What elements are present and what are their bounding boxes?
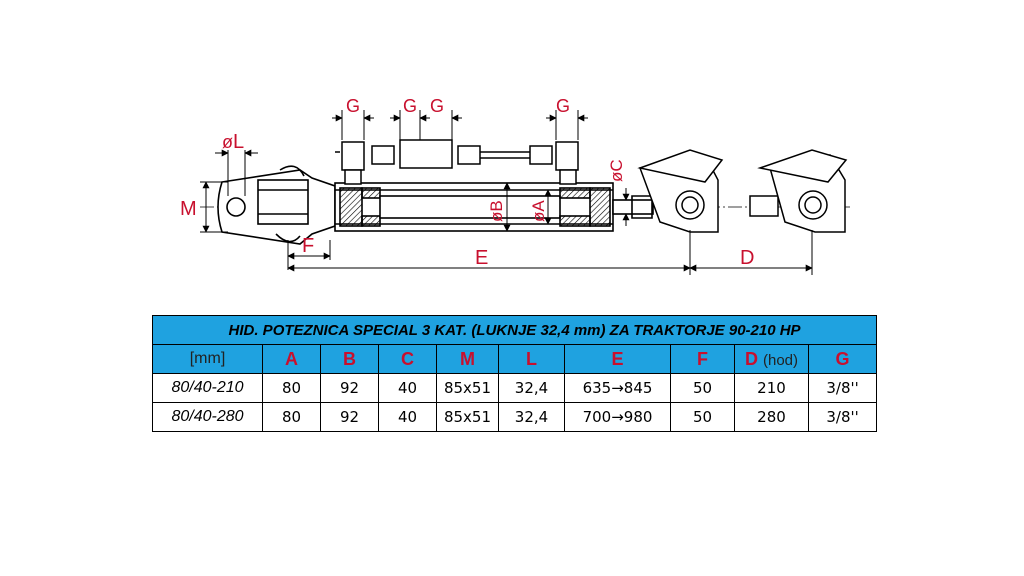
clevis-end bbox=[217, 165, 336, 245]
cell-C: 40 bbox=[378, 402, 437, 432]
cell-D: 280 bbox=[734, 402, 809, 432]
cell-F: 50 bbox=[670, 402, 735, 432]
header-C: C bbox=[378, 344, 437, 374]
ball-joint-far bbox=[749, 149, 848, 233]
cylinder-body bbox=[334, 182, 654, 232]
cell-M: 85x51 bbox=[436, 402, 499, 432]
cell-L: 32,4 bbox=[498, 402, 565, 432]
label-M: M bbox=[180, 198, 197, 220]
cell-C: 40 bbox=[378, 373, 437, 403]
header-A: A bbox=[262, 344, 321, 374]
hydraulic-fittings bbox=[335, 139, 579, 185]
header-M: M bbox=[436, 344, 499, 374]
cell-F: 50 bbox=[670, 373, 735, 403]
cell-B: 92 bbox=[320, 402, 379, 432]
header-G: G bbox=[807, 344, 878, 374]
cell-model: 80/40-280 bbox=[152, 402, 263, 432]
label-diameter-L: øL bbox=[222, 131, 244, 153]
cell-A: 80 bbox=[262, 402, 321, 432]
cell-G: 3/8'' bbox=[807, 402, 878, 432]
cell-A: 80 bbox=[262, 373, 321, 403]
header-L: L bbox=[498, 344, 565, 374]
label-diameter-B: øB bbox=[487, 200, 506, 222]
cell-B: 92 bbox=[320, 373, 379, 403]
label-diameter-C: øC bbox=[607, 159, 626, 182]
header-B: B bbox=[320, 344, 379, 374]
label-D: D bbox=[740, 247, 754, 269]
label-diameter-A: øA bbox=[529, 200, 548, 222]
cell-L: 32,4 bbox=[498, 373, 565, 403]
cell-E: 700→980 bbox=[564, 402, 671, 432]
label-G-4: G bbox=[556, 96, 570, 116]
header-unit: [mm] bbox=[152, 344, 263, 374]
header-D: D (hod) bbox=[734, 344, 809, 374]
hydraulic-cylinder-drawing: øL M F E D øC øB øA G G G G bbox=[180, 96, 850, 275]
header-E: E bbox=[564, 344, 671, 374]
label-F: F bbox=[302, 235, 314, 257]
cell-M: 85x51 bbox=[436, 373, 499, 403]
table-row: 80/40-210 80 92 40 85x51 32,4 635→845 50… bbox=[152, 373, 878, 403]
label-G-2: G bbox=[403, 96, 417, 116]
table-header-row: [mm] A B C M L E F D (hod) G bbox=[152, 344, 878, 374]
table-row: 80/40-280 80 92 40 85x51 32,4 700→980 50… bbox=[152, 402, 878, 432]
label-G-3: G bbox=[430, 96, 444, 116]
label-E: E bbox=[475, 247, 488, 269]
cell-E: 635→845 bbox=[564, 373, 671, 403]
cell-model: 80/40-210 bbox=[152, 373, 263, 403]
cell-D: 210 bbox=[734, 373, 809, 403]
table-title: HID. POTEZNICA SPECIAL 3 KAT. (LUKNJE 32… bbox=[151, 315, 878, 345]
cell-G: 3/8'' bbox=[807, 373, 878, 403]
spec-table: HID. POTEZNICA SPECIAL 3 KAT. (LUKNJE 32… bbox=[151, 315, 878, 432]
ball-joint-near bbox=[637, 149, 724, 233]
dimension-lines bbox=[200, 110, 813, 275]
label-G-1: G bbox=[346, 96, 360, 116]
table-title-row: HID. POTEZNICA SPECIAL 3 KAT. (LUKNJE 32… bbox=[151, 315, 878, 345]
header-F: F bbox=[670, 344, 735, 374]
